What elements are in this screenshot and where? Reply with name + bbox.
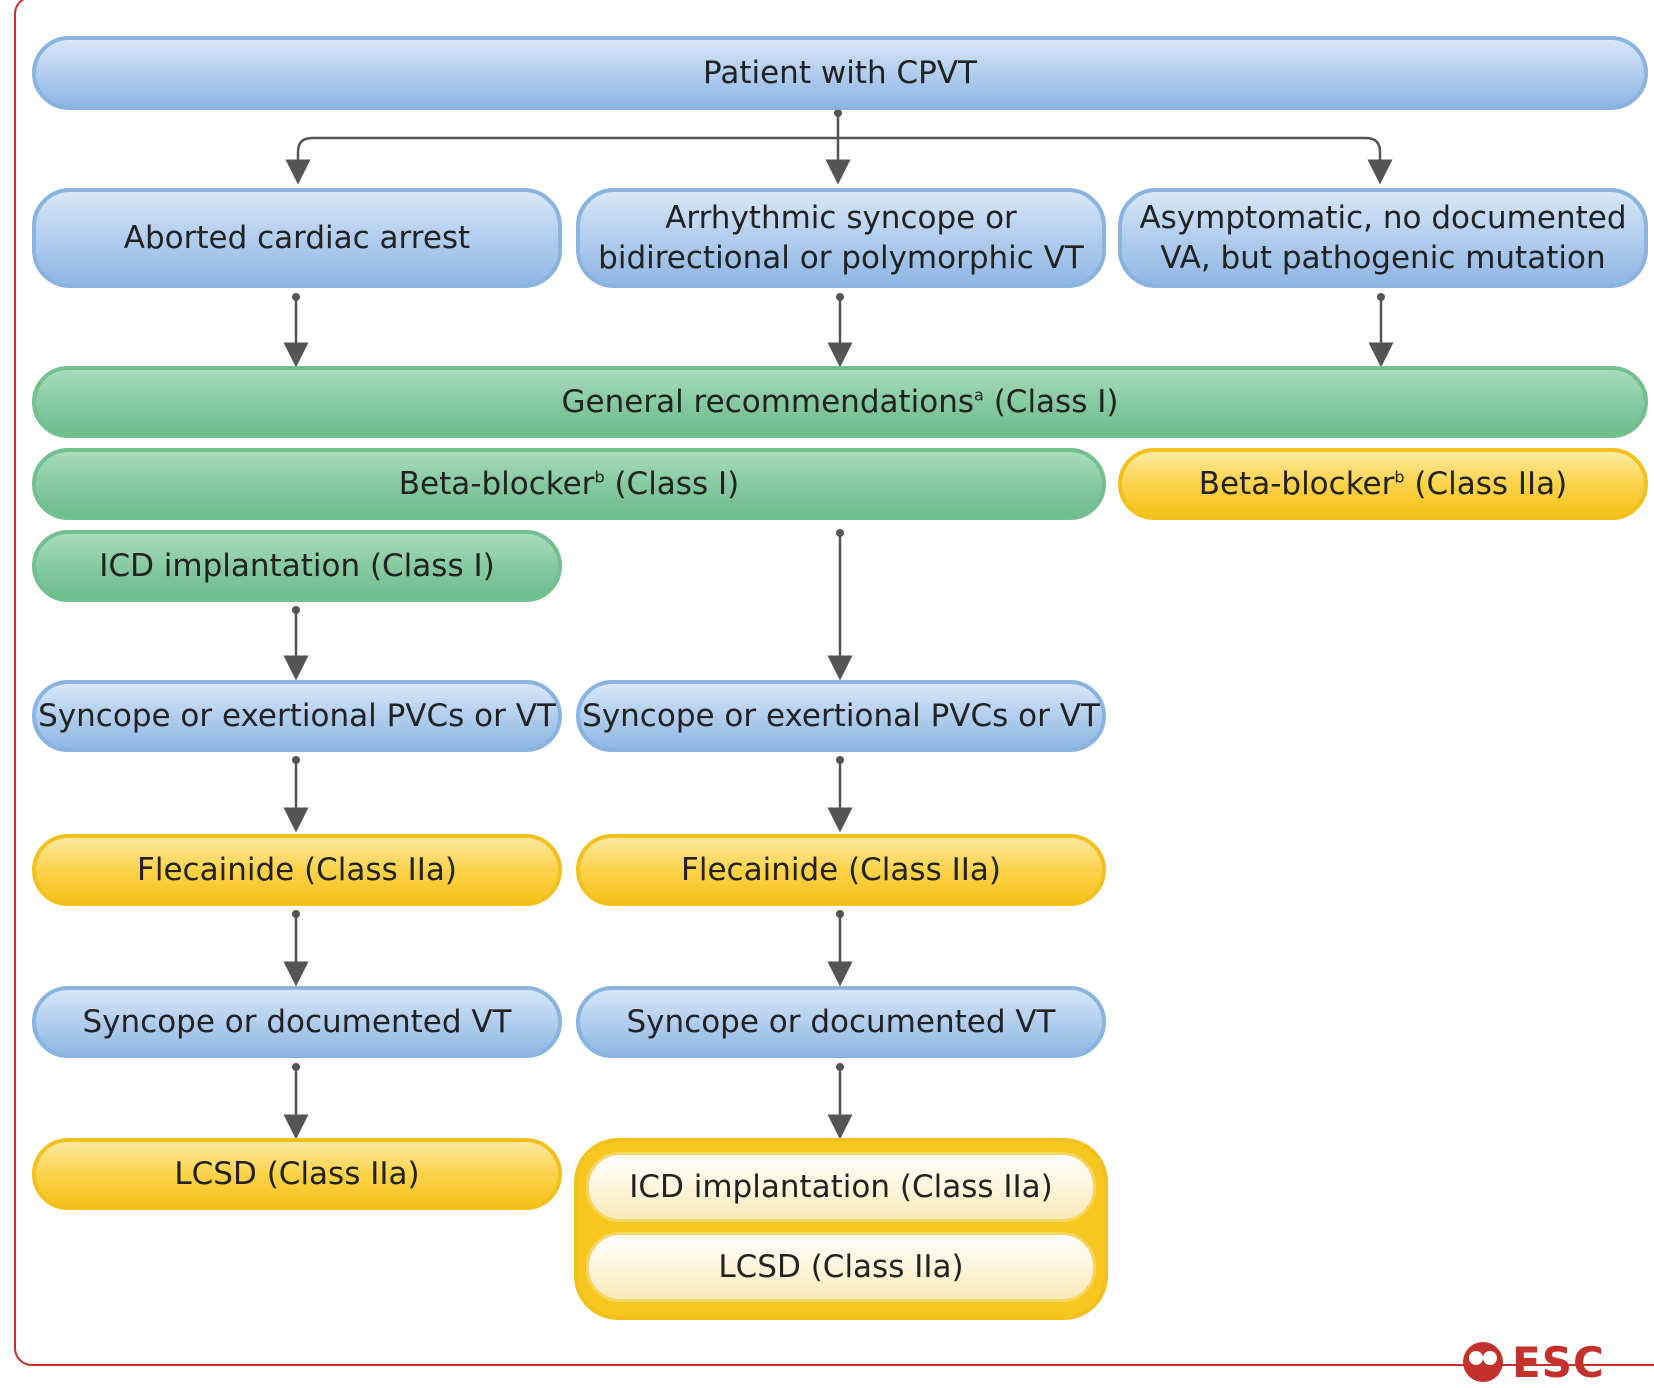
connector-root-left [285,136,838,185]
connector-dot [836,293,844,301]
connector-dot [292,293,300,301]
beta-blocker-class: (Class I) [604,465,740,502]
node-label-line2: VA, but pathogenic mutation [1160,240,1606,276]
node-asymptomatic: Asymptomatic, no documented VA, but path… [1118,188,1648,288]
beta-blocker-text: Beta-blocker [398,465,595,502]
node-label-line2: bidirectional or polymorphic VT [598,240,1084,276]
node-syncope-exertional-mid: Syncope or exertional PVCs or VT [576,680,1106,752]
node-flecainide-left: Flecainide (Class IIa) [32,834,562,906]
node-label: Syncope or exertional PVCs or VT [582,697,1100,734]
node-patient-with-cpvt: Patient with CPVT [32,36,1648,110]
node-label: Beta-blockerb (Class IIa) [1199,464,1568,504]
node-label: Syncope or documented VT [82,1003,512,1040]
connector-dot [292,756,300,764]
node-label-line1: Arrhythmic syncope or [665,199,1017,236]
connector-dot [1377,293,1385,301]
node-lcsd-left: LCSD (Class IIa) [32,1138,562,1210]
connector-dot [836,756,844,764]
connector-dot [292,910,300,918]
node-lcsd-mid: LCSD (Class IIa) [586,1232,1096,1302]
node-label: LCSD (Class IIa) [174,1155,420,1192]
heart-icon [1463,1342,1503,1382]
node-syncope-exertional-left: Syncope or exertional PVCs or VT [32,680,562,752]
esc-logo-text: ESC [1512,1338,1605,1387]
node-beta-blocker-class-i: Beta-blockerb (Class I) [32,448,1106,520]
footnote-marker-a: a [974,385,984,405]
footnote-marker-b: b [1394,467,1405,487]
node-label: General recommendationsa (Class I) [562,382,1119,422]
node-general-recommendations: General recommendationsa (Class I) [32,366,1648,438]
node-label: Flecainide (Class IIa) [681,851,1001,888]
connector-dot [836,1063,844,1071]
node-label: LCSD (Class IIa) [718,1248,964,1285]
node-beta-blocker-class-iia: Beta-blockerb (Class IIa) [1118,448,1648,520]
node-label: Beta-blockerb (Class I) [399,464,739,504]
esc-logo: ESC [1458,1338,1648,1387]
node-label: Patient with CPVT [703,54,977,91]
connector-dot [834,109,842,117]
beta-blocker-text: Beta-blocker [1198,465,1395,502]
node-label: ICD implantation (Class I) [99,547,495,584]
node-icd-implantation-class-iia: ICD implantation (Class IIa) [586,1152,1096,1222]
general-rec-class: (Class I) [983,383,1119,420]
diagram-frame [14,0,1654,1366]
node-label: ICD implantation (Class IIa) [629,1168,1053,1205]
node-arrhythmic-syncope: Arrhythmic syncope or bidirectional or p… [576,188,1106,288]
node-syncope-documented-left: Syncope or documented VT [32,986,562,1058]
node-label-line1: Asymptomatic, no documented [1139,199,1627,236]
node-syncope-documented-mid: Syncope or documented VT [576,986,1106,1058]
node-aborted-cardiac-arrest: Aborted cardiac arrest [32,188,562,288]
connector-dot [292,1063,300,1071]
node-label: Syncope or documented VT [626,1003,1056,1040]
node-icd-implantation-class-i: ICD implantation (Class I) [32,530,562,602]
node-label: Aborted cardiac arrest [123,219,471,256]
connector-root-right [838,136,1393,185]
connector-dot [836,910,844,918]
connector-dot [836,529,844,537]
connector-dot [292,606,300,614]
node-label: Flecainide (Class IIa) [137,851,457,888]
node-label: Syncope or exertional PVCs or VT [38,697,556,734]
node-flecainide-mid: Flecainide (Class IIa) [576,834,1106,906]
beta-blocker-class: (Class IIa) [1404,465,1568,502]
footnote-marker-b: b [594,467,605,487]
general-rec-text: General recommendations [561,383,975,420]
